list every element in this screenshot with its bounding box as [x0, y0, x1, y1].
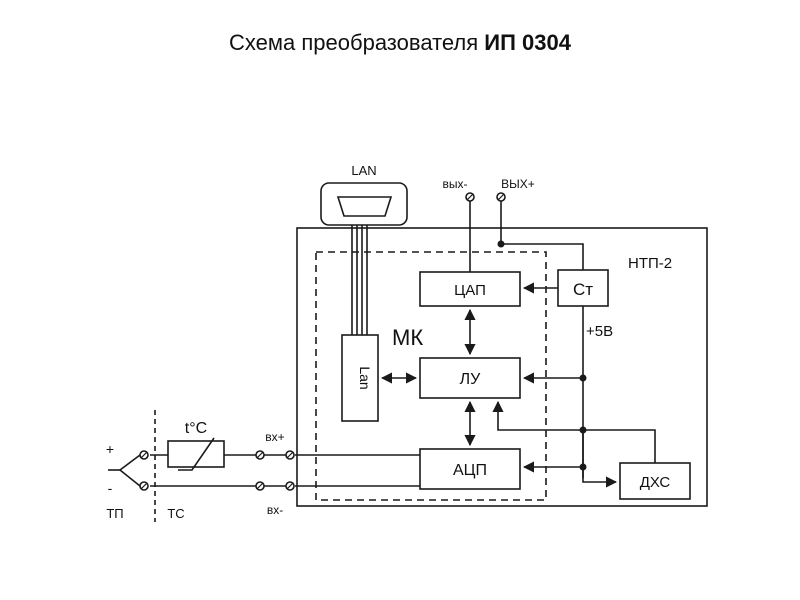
junction-dot	[497, 240, 505, 248]
tc-label: ТС	[167, 506, 184, 521]
plus5v-label: +5В	[586, 323, 613, 340]
st-label: Ст	[573, 280, 593, 299]
lu-block	[419, 357, 521, 399]
rail-to-dhs-arrow	[582, 430, 618, 488]
plus-sign: +	[106, 441, 114, 457]
lan-connector-socket	[336, 196, 393, 217]
adc-block	[419, 448, 521, 490]
dac-label: ЦАП	[454, 282, 486, 299]
lan-connector-label: LAN	[351, 163, 376, 178]
tc-sensor	[167, 440, 225, 468]
tc-symbol-label: t°C	[185, 420, 207, 437]
junction-dot	[579, 426, 587, 434]
in-plus-label: вх+	[265, 430, 284, 444]
dhs-feedback-wire	[583, 429, 656, 463]
in-minus-label: вх-	[267, 503, 283, 517]
thermocouple-junction	[118, 454, 141, 487]
mk-label: МК	[392, 325, 423, 350]
out-minus-label: вых-	[443, 177, 468, 191]
adc-label: АЦП	[453, 462, 487, 479]
page-title: Схема преобразователя ИП 0304	[0, 30, 800, 56]
out-plus-label: ВЫХ+	[501, 177, 535, 191]
junction-dot	[579, 463, 587, 471]
board-ntp2-frame	[296, 227, 708, 507]
dhs-label: ДХС	[640, 474, 671, 491]
tp-label: ТП	[106, 506, 123, 521]
tc-sensor-arrow-line	[178, 437, 215, 471]
mk-dashed-frame	[315, 251, 547, 501]
rail-to-lu-bottom-arrow	[492, 400, 583, 431]
out-plus-wire	[500, 201, 584, 270]
title-model: ИП 0304	[484, 30, 571, 55]
lan-connector-body	[320, 182, 408, 226]
lu-label: ЛУ	[460, 371, 482, 388]
lan-module	[341, 334, 379, 422]
lan-module-label: Lan	[357, 366, 373, 389]
board-label: НТП-2	[628, 255, 672, 272]
minus-sign: -	[108, 480, 113, 496]
junction-dot	[579, 374, 587, 382]
title-main: Схема преобразователя	[229, 30, 479, 55]
